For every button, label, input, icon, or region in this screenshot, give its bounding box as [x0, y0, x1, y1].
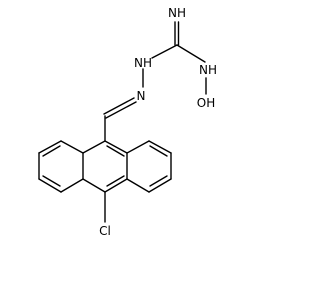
- bond-r2-inner: [149, 145, 168, 157]
- hydroxyamino-nh-label: NH: [199, 63, 217, 77]
- bonds: [38, 21, 207, 223]
- hydrazone-n-label: N: [137, 89, 146, 103]
- structure-diagram: NH NH NH OH N Cl: [38, 6, 217, 238]
- bond-r4-inner: [149, 175, 168, 187]
- chlorine-label: Cl: [99, 224, 111, 238]
- imine-nh-label: NH: [168, 6, 186, 20]
- bond-r2: [148, 140, 172, 154]
- bond-c-nh-hydrazone: [151, 44, 178, 59]
- bond-r4: [148, 178, 172, 193]
- atom-labels: NH NH NH OH N Cl: [99, 6, 217, 238]
- bond-l1: [60, 140, 84, 154]
- bond-c9-c9a: [104, 140, 128, 154]
- bond-c9-c9a-inner: [106, 145, 125, 157]
- bond-n-ch-1: [105, 101, 137, 119]
- hydroxyl-oh-label: OH: [197, 96, 215, 110]
- bond-n-ch-2: [103, 97, 135, 115]
- bond-c10-c10a: [82, 178, 106, 193]
- bond-l4-inner: [42, 175, 61, 187]
- bond-l2-inner: [42, 145, 61, 157]
- bond-l5: [60, 178, 84, 193]
- bond-c8a-c9: [82, 140, 106, 154]
- bond-r5: [126, 178, 150, 193]
- hydrazone-nh-label: NH: [134, 56, 152, 70]
- bond-c4a-c10: [104, 178, 128, 193]
- bond-l2: [38, 140, 62, 154]
- bond-c-nh-hydroxy: [176, 44, 206, 63]
- bond-l4: [38, 178, 62, 193]
- bond-r1: [126, 140, 150, 154]
- bond-c4a-c10-inner: [106, 175, 125, 187]
